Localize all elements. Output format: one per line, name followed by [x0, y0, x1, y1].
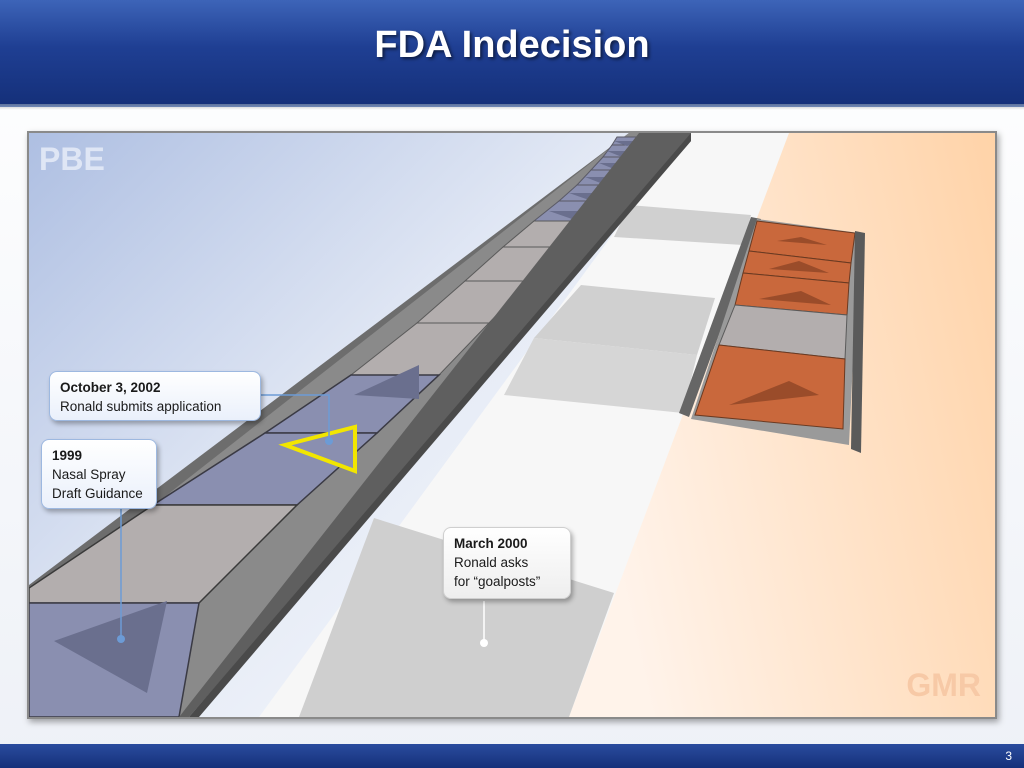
callout-oct-2002: October 3, 2002 Ronald submits applicati… [49, 371, 261, 421]
callout-connector-dot [480, 639, 488, 647]
arrow-mark [54, 601, 167, 693]
pbe-label: PBE [39, 141, 105, 177]
diagram-canvas: PBE GMR October 3, 2002 Ronald submits a… [27, 131, 997, 719]
callout-heading: March 2000 [454, 536, 528, 551]
callout-text: Draft Guidance [52, 486, 143, 501]
highlight-triangle [278, 424, 357, 474]
arrow-mark [769, 261, 829, 273]
callout-heading: 1999 [52, 448, 83, 463]
arrow-mark [729, 381, 819, 405]
left-track-rail [179, 133, 691, 717]
callout-1999: 1999 Nasal Spray Draft Guidance [41, 439, 157, 509]
callout-connector-dot [325, 437, 333, 445]
arrow-mark [759, 291, 831, 305]
callout-mar-2000: March 2000 Ronald asks for “goalposts” [443, 527, 571, 599]
floor-plane [299, 518, 614, 717]
page-number: 3 [1005, 749, 1012, 763]
footer-bar: 3 [0, 744, 1024, 768]
slide-title: FDA Indecision [374, 24, 650, 66]
title-bar: FDA Indecision [0, 0, 1024, 110]
left-track-rail-shadow [189, 133, 691, 717]
gmr-label: GMR [906, 667, 981, 703]
track-diagram [29, 133, 995, 717]
callout-connector-dot [117, 635, 125, 643]
callout-text: Ronald asks [454, 555, 529, 570]
callout-heading: October 3, 2002 [60, 380, 161, 395]
callout-text: Nasal Spray [52, 467, 126, 482]
callout-text: Ronald submits application [60, 399, 222, 414]
callout-connector [261, 394, 330, 441]
arrow-mark [354, 365, 419, 399]
right-track-wall-right [851, 231, 865, 453]
right-track-wall-left [679, 217, 761, 417]
floor-plane [504, 338, 697, 413]
arrow-mark [777, 237, 827, 245]
track-tile-orange [694, 344, 846, 430]
floor-plane [534, 285, 715, 355]
floor-plane [614, 205, 751, 245]
callout-text: for “goalposts” [454, 574, 541, 589]
